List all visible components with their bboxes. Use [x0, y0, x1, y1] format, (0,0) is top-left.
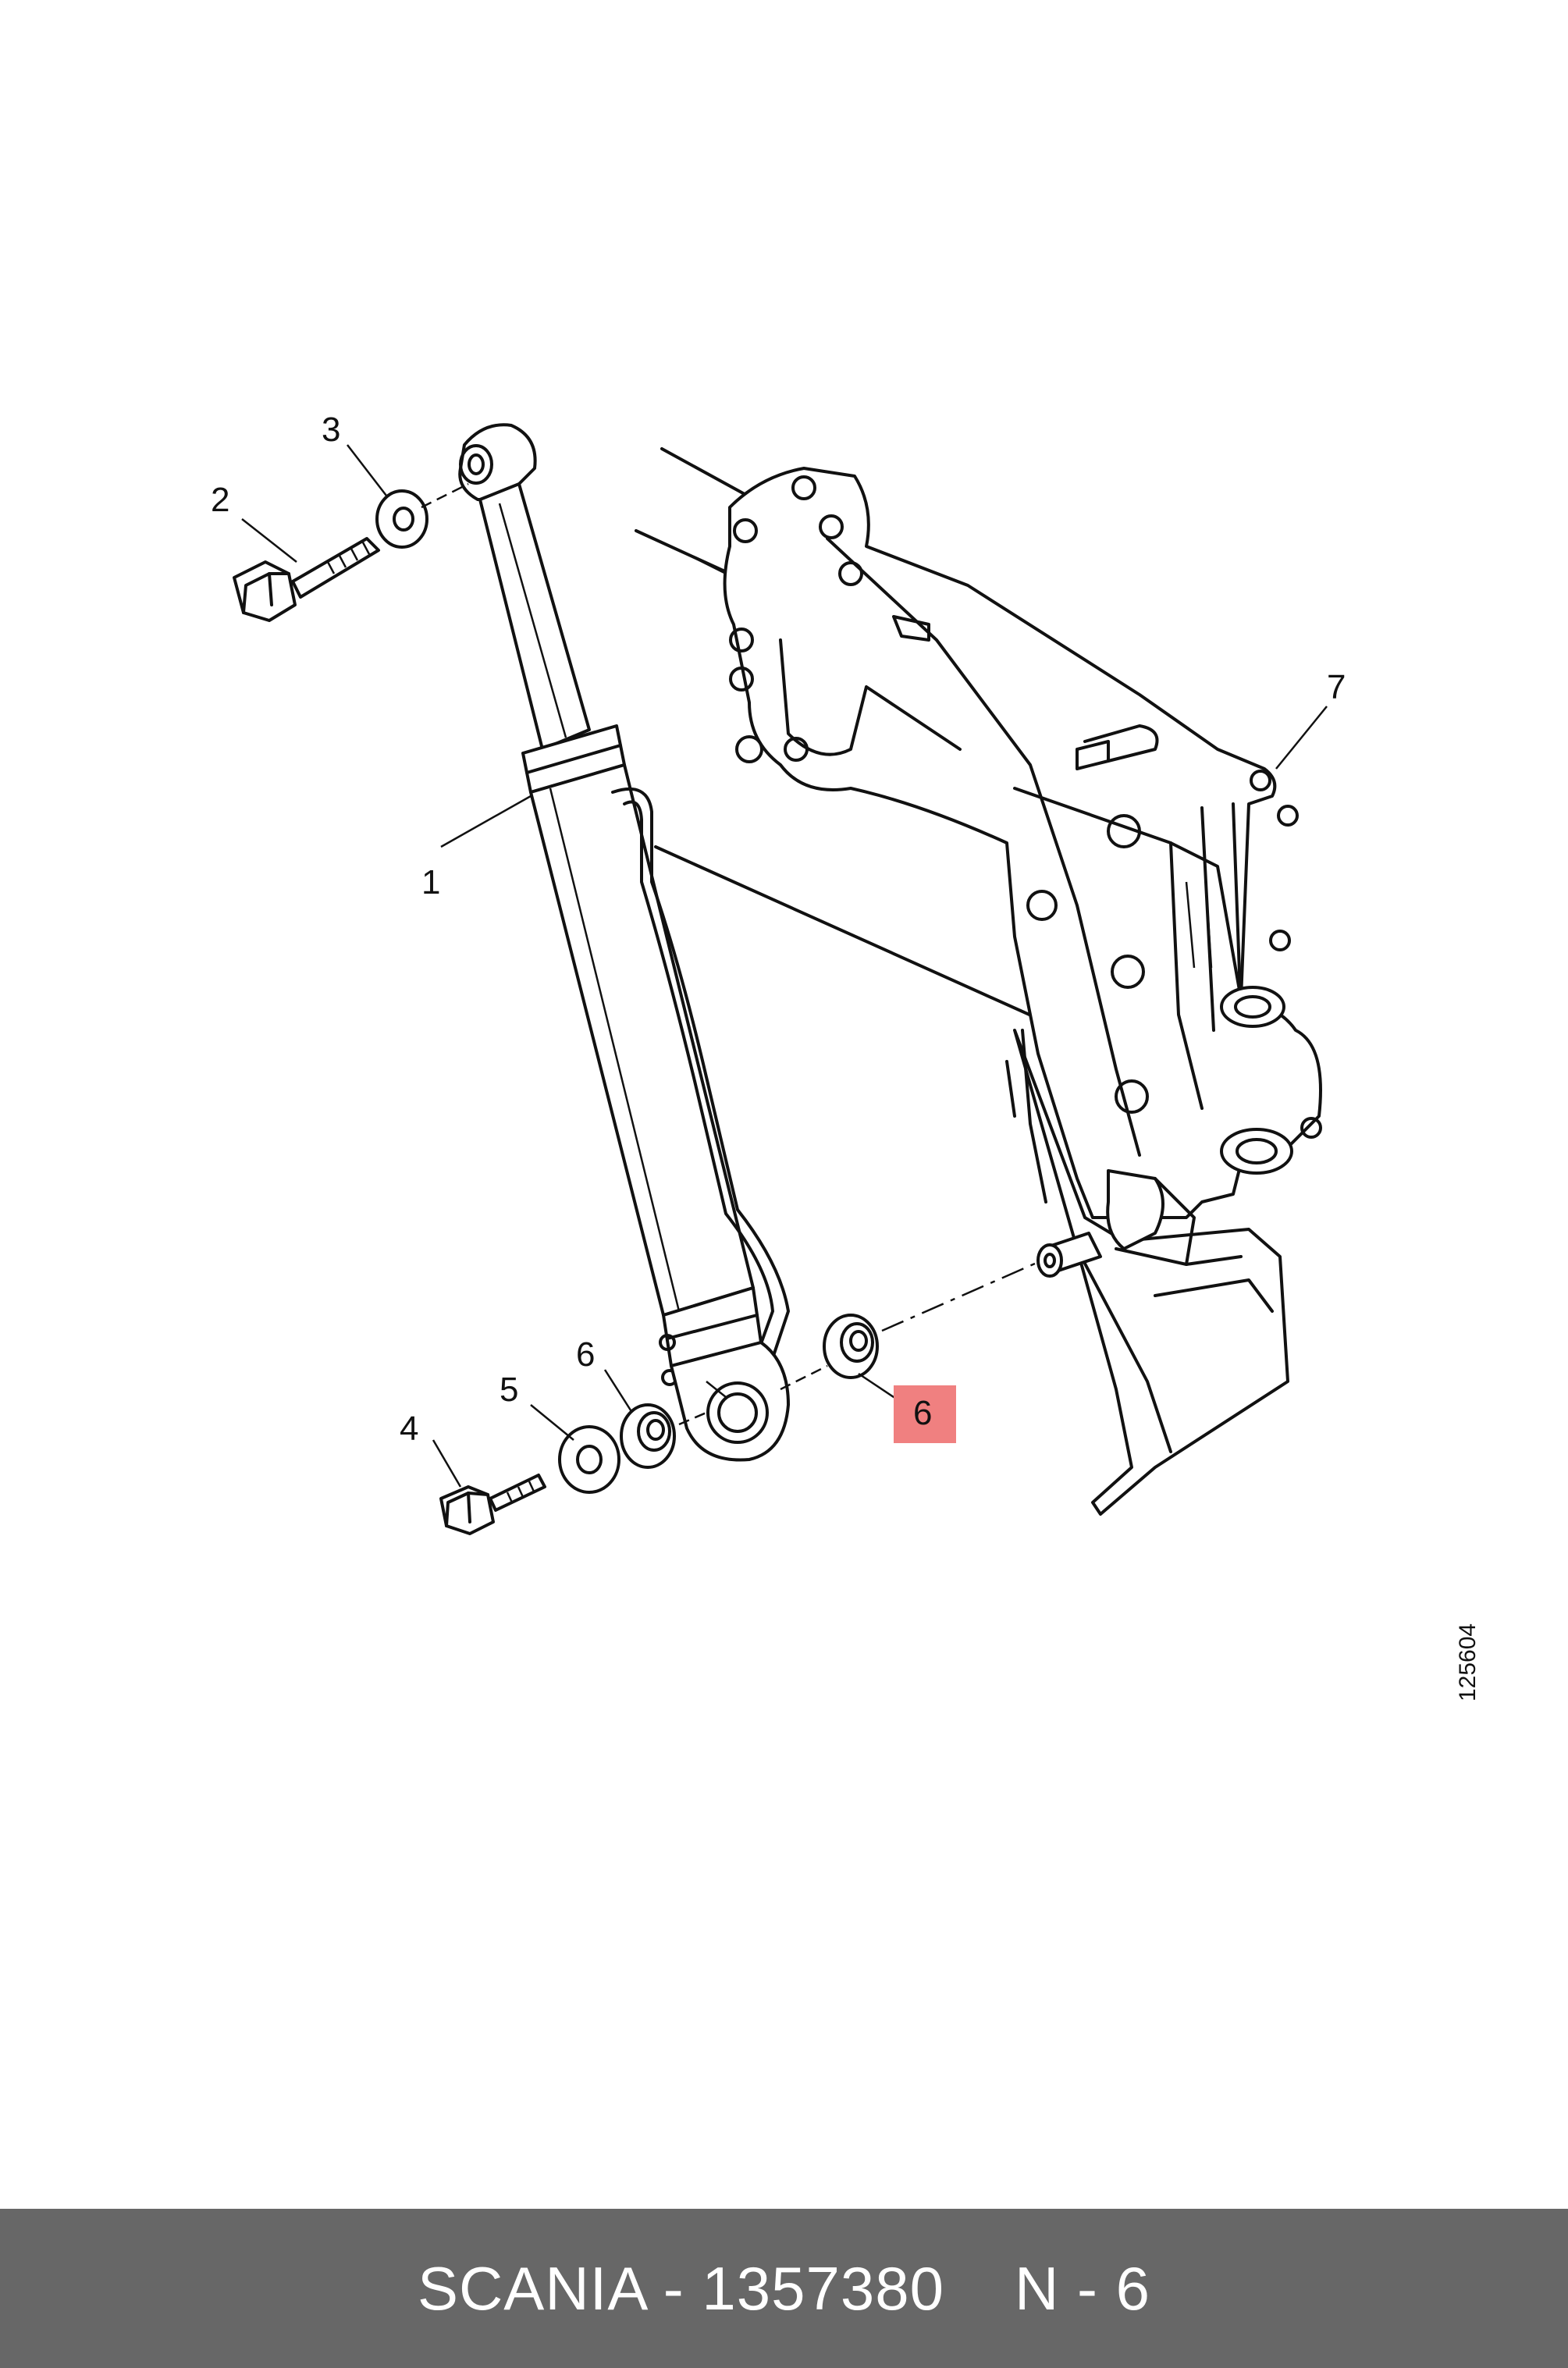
callout-7: 7 — [1327, 668, 1346, 706]
highlight-box — [894, 1385, 956, 1443]
bolt-2 — [233, 537, 380, 622]
callout-2: 2 — [211, 481, 229, 519]
parts-diagram: 1 2 3 4 5 6 6 7 125604 — [211, 411, 1481, 1701]
callout-4: 4 — [400, 1410, 418, 1448]
callout-1: 1 — [421, 863, 440, 901]
bushing-6-left — [620, 1403, 707, 1469]
callout-3: 3 — [322, 411, 340, 449]
bolt-4 — [439, 1474, 546, 1535]
cylinder — [458, 423, 790, 1462]
bushing-6-right — [780, 1259, 1043, 1391]
callout-6-right: 6 — [913, 1394, 932, 1432]
chassis-frame — [635, 447, 1322, 1516]
brand-part-number: SCANIA - 1357380 — [417, 2253, 945, 2323]
callout-labels: 1 2 3 4 5 6 6 7 — [211, 411, 1346, 1448]
drawing-number: 125604 — [1455, 1623, 1481, 1701]
item-reference: N - 6 — [1015, 2253, 1151, 2323]
footer-bar: SCANIA - 1357380 N - 6 — [0, 2209, 1568, 2368]
callout-5: 5 — [500, 1371, 518, 1409]
washer-3 — [375, 482, 469, 549]
callout-6-left: 6 — [576, 1335, 595, 1374]
washer-5 — [558, 1425, 620, 1494]
